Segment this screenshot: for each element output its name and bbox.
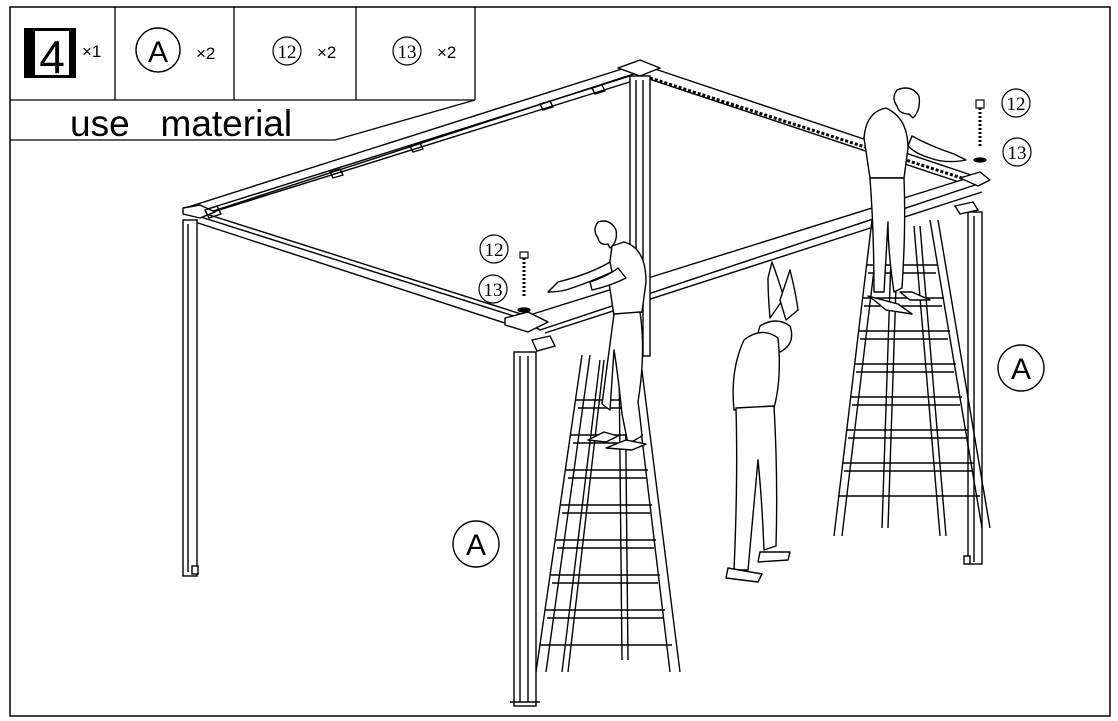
callout-left-bolt-circle — [479, 234, 509, 264]
part-12-symbol: 12 — [278, 42, 297, 63]
step-number-badge: 4 — [24, 28, 76, 83]
worker-middle — [725, 261, 799, 583]
step-number: 4 — [39, 31, 65, 83]
page-frame — [9, 6, 1111, 717]
part-12-multiplier: ×2 — [317, 43, 336, 62]
ladder-right — [833, 219, 991, 537]
part-a-multiplier: ×2 — [196, 44, 215, 63]
post-right — [967, 211, 983, 565]
callout-left-washer: 13 — [484, 280, 503, 301]
callout-right-washer: 13 — [1008, 143, 1027, 164]
callout-right-bolt-circle — [1001, 88, 1031, 118]
part-13-symbol: 13 — [398, 42, 417, 63]
worker-left — [547, 220, 647, 451]
step-multiplier: ×1 — [82, 42, 101, 61]
part-a-symbol: A — [148, 36, 168, 69]
callout-post-right: A — [1011, 353, 1031, 386]
callout-left-washer-circle — [478, 274, 508, 304]
bolt-left — [517, 251, 531, 313]
part-13-multiplier: ×2 — [437, 43, 456, 62]
callout-left-bolt: 12 — [485, 240, 504, 261]
part-13-circle — [392, 36, 422, 66]
callout-right-bolt: 12 — [1007, 94, 1026, 115]
callout-post-front: A — [466, 529, 486, 562]
post-left — [182, 219, 198, 577]
worker-right — [863, 87, 967, 315]
use-material-label: use material — [70, 103, 292, 144]
post-front — [513, 351, 537, 707]
part-a-circle — [135, 27, 181, 73]
callout-post-front-circle — [452, 520, 500, 568]
part-12-circle — [272, 36, 302, 66]
callout-right-washer-circle — [1002, 137, 1032, 167]
callout-post-right-circle — [997, 344, 1045, 392]
bolt-right — [973, 99, 987, 163]
pergola-frame — [182, 59, 991, 334]
parts-table — [10, 7, 476, 141]
